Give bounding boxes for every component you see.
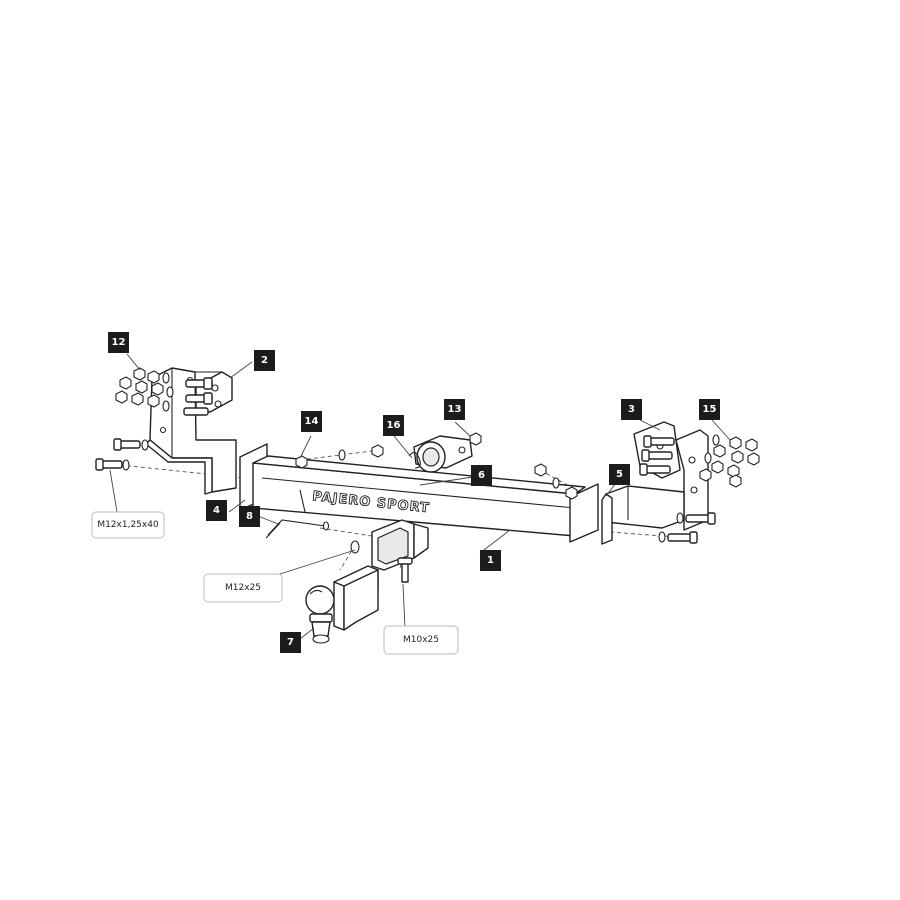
part-tag-3: 3 xyxy=(621,399,642,420)
part-tag-8: 8 xyxy=(239,506,260,527)
callout-label: M12x25 xyxy=(225,583,261,593)
part-tag-14: 14 xyxy=(301,411,322,432)
tag-label: 1 xyxy=(487,555,494,566)
tag-label: 6 xyxy=(478,470,485,481)
nut-washer-set-15 xyxy=(699,434,760,488)
callout-label: M12x1,25x40 xyxy=(97,520,159,530)
tag-label: 7 xyxy=(287,637,294,648)
socket-bracket xyxy=(408,435,473,473)
hitch-receiver xyxy=(371,519,429,583)
tag-label: 16 xyxy=(387,420,401,431)
tag-label: 5 xyxy=(616,469,623,480)
callout-label: M10x25 xyxy=(403,635,439,645)
left-side-bolts xyxy=(95,438,149,471)
tag-label: 8 xyxy=(246,511,253,522)
part-tag-6: 6 xyxy=(471,465,492,486)
callout-bolt-m12x25: M12x25 xyxy=(203,573,283,603)
main-crossbeam: PAJERO SPORT xyxy=(239,443,599,543)
part-tag-15: 15 xyxy=(699,399,720,420)
part-tag-4: 4 xyxy=(206,500,227,521)
part-tag-16: 16 xyxy=(383,415,404,436)
part-tag-12: 12 xyxy=(108,332,129,353)
part-tag-5: 5 xyxy=(609,464,630,485)
tag-label: 13 xyxy=(448,404,462,415)
left-mounting-bracket xyxy=(145,367,237,495)
part-tag-1: 1 xyxy=(480,550,501,571)
beam-nuts xyxy=(295,432,578,500)
tag-label: 3 xyxy=(628,404,635,415)
tag-label: 14 xyxy=(305,416,319,427)
left-bracket-bolts xyxy=(183,377,213,416)
tag-label: 12 xyxy=(112,337,126,348)
hitch-pin xyxy=(265,519,330,539)
tag-label: 4 xyxy=(213,505,220,516)
ball-mount xyxy=(305,540,379,644)
part-tag-13: 13 xyxy=(444,399,465,420)
right-bracket-bolts xyxy=(639,435,675,476)
callout-bolt-m10x25: M10x25 xyxy=(383,625,459,655)
part-tag-7: 7 xyxy=(280,632,301,653)
right-lower-bolts xyxy=(658,512,716,544)
tag-label: 2 xyxy=(261,355,268,366)
tag-label: 15 xyxy=(703,404,717,415)
part-tag-2: 2 xyxy=(254,350,275,371)
nut-washer-set-12 xyxy=(115,367,174,412)
callout-bolt-m12x125x40: M12x1,25x40 xyxy=(91,511,165,539)
